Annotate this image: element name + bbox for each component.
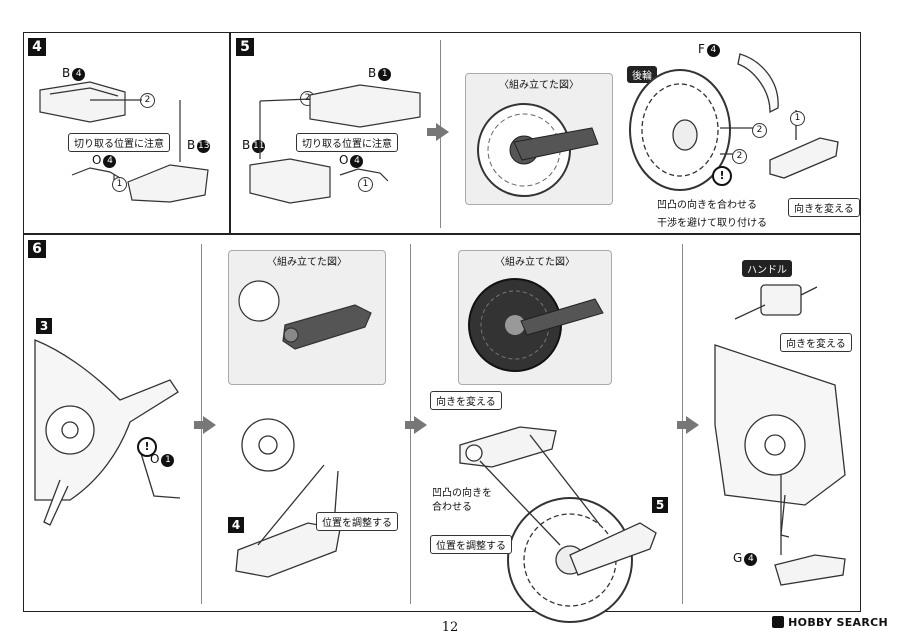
arrow-right-icon	[427, 123, 449, 141]
align-notch-note-6: 凹凸の向きを合わせる	[432, 488, 492, 513]
step-6-number: 6	[28, 240, 46, 258]
handle-tag: ハンドル	[742, 260, 792, 277]
turn-direction-note: 向きを変える	[788, 198, 860, 217]
cut-position-note: 切り取る位置に注意	[68, 133, 170, 152]
rear-wheel-install-drawing	[459, 426, 657, 623]
step-4-number: 4	[28, 38, 46, 56]
arrow-right-icon-2	[194, 416, 216, 434]
brand-logo: HOBBY SEARCH	[772, 616, 888, 629]
hobby-search-logo-icon	[772, 616, 785, 628]
part-3-marker: 3	[36, 318, 52, 334]
callout-2-wheel-b: 2	[732, 148, 747, 164]
assembled-view-caption-6b: 〈組み立てた図〉	[495, 257, 575, 268]
adjust-position-note-1: 位置を調整する	[316, 512, 398, 531]
rear-wheel-tag: 後輪	[627, 66, 657, 83]
turn-direction-note-6: 向きを変える	[430, 391, 502, 410]
cut-position-note-5: 切り取る位置に注意	[296, 133, 398, 152]
step-4-panel	[23, 32, 230, 234]
step-4-parts-drawing	[39, 81, 209, 203]
assembled-view-caption: 〈組み立てた図〉	[499, 80, 579, 91]
assembled-wheel-drawing	[477, 103, 599, 197]
callout-2-wheel-a: 2	[752, 122, 767, 138]
step-5-parts-drawing	[249, 84, 421, 204]
callout-1-wheel: 1	[790, 110, 805, 126]
rear-wheel-exploded-drawing	[629, 53, 839, 191]
frame-with-kickstand-drawing	[34, 339, 181, 526]
arrow-right-icon-3	[405, 416, 427, 434]
part-4-marker: 4	[228, 517, 244, 533]
assembled-rear-wheel-drawing	[468, 278, 604, 372]
assembled-swingarm-drawing	[238, 280, 372, 350]
handle-and-frame-drawing	[714, 284, 846, 586]
part-5-marker: 5	[652, 497, 668, 513]
assembled-view-inset-5: 〈組み立てた図〉	[465, 73, 613, 205]
step-5-panel	[230, 32, 861, 234]
warning-icon: !	[712, 166, 732, 186]
page-number: 12	[441, 620, 459, 635]
step-6-panel	[23, 234, 861, 612]
step-5-number: 5	[236, 38, 254, 56]
adjust-position-note-2: 位置を調整する	[430, 535, 512, 554]
arrow-right-icon-4	[677, 416, 699, 434]
align-notch-note: 凹凸の向きを合わせる	[657, 200, 757, 211]
turn-direction-note-handle: 向きを変える	[780, 333, 852, 352]
warning-icon-2: !	[137, 437, 157, 457]
swingarm-install-drawing	[235, 418, 341, 578]
assembled-view-inset-6b: 〈組み立てた図〉	[458, 250, 612, 385]
avoid-interference-note: 干渉を避けて取り付ける	[657, 218, 767, 229]
assembled-view-caption-6a: 〈組み立てた図〉	[267, 257, 347, 268]
assembled-view-inset-6a: 〈組み立てた図〉	[228, 250, 386, 385]
callout-1-5: 1	[358, 176, 373, 192]
